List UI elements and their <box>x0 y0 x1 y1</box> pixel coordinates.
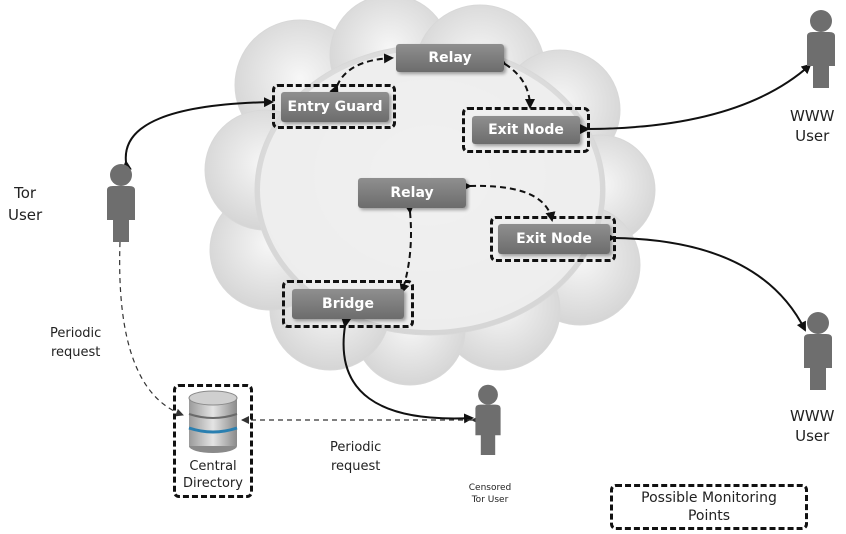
edge-guard-relay-top <box>329 53 394 96</box>
censored-user-person-icon <box>475 384 501 455</box>
edge-relay-mid-bridge <box>399 203 415 294</box>
periodic-request-bottom-label: Periodic request <box>330 438 381 476</box>
monitoring-box-directory <box>173 384 253 498</box>
periodic-request-bottom-line1: Periodic <box>330 440 382 455</box>
relay-node-mid: Relay <box>358 178 466 208</box>
central-directory-label: Central Directory <box>176 458 250 492</box>
edge-relay-top-exit-top <box>495 55 535 109</box>
censored-tor-user-line2: Tor User <box>471 495 509 505</box>
tor-user-label-line2: User <box>8 206 43 224</box>
www-user-top-label-line2: User <box>795 127 830 145</box>
www-user-top-person-icon <box>807 10 835 88</box>
central-directory-line1: Central <box>189 459 237 474</box>
monitoring-box-bridge <box>282 280 414 328</box>
entry-guard-node: Entry Guard <box>281 92 389 122</box>
legend-monitoring-line1: Possible Monitoring <box>641 490 777 506</box>
censored-tor-user-label: Censored Tor User <box>455 482 525 506</box>
periodic-request-left-line1: Periodic <box>50 326 102 341</box>
edge-tor-user-guard <box>121 97 274 171</box>
www-user-bottom-label-line2: User <box>795 427 830 445</box>
legend-monitoring-line2: Points <box>687 508 731 524</box>
central-directory-line2: Directory <box>183 476 243 491</box>
www-user-top-label: WWW User <box>790 106 835 146</box>
tor-user-label-line1: Tor <box>14 184 37 202</box>
monitoring-box-entry-guard <box>272 84 396 129</box>
database-icon <box>188 390 238 453</box>
edge-exit-mid-www <box>605 232 806 332</box>
edge-exit-top-www <box>579 63 812 135</box>
legend-monitoring-box <box>610 484 808 530</box>
www-user-bottom-person-icon <box>804 312 832 390</box>
periodic-request-left-line2: request <box>50 345 101 360</box>
periodic-request-bottom-line2: request <box>330 459 381 474</box>
edge-tor-user-directory <box>119 241 184 417</box>
censored-tor-user-line1: Censored <box>468 483 512 493</box>
legend-monitoring-label: Possible Monitoring Points <box>612 489 806 525</box>
bridge-node: Bridge <box>292 289 404 319</box>
monitoring-box-exit-mid <box>490 216 616 262</box>
exit-node-top: Exit Node <box>472 116 580 144</box>
periodic-request-left-label: Periodic request <box>50 324 101 362</box>
monitoring-box-exit-top <box>462 107 590 153</box>
www-user-bottom-label-line1: WWW <box>790 407 835 425</box>
relay-node-top: Relay <box>396 44 504 72</box>
tor-user-label: Tor User <box>8 182 42 226</box>
www-user-top-label-line1: WWW <box>790 107 835 125</box>
exit-node-mid: Exit Node <box>498 224 610 254</box>
tor-user-person-icon <box>107 164 135 242</box>
www-user-bottom-label: WWW User <box>790 406 835 446</box>
edge-relay-mid-exit-mid <box>461 181 556 222</box>
